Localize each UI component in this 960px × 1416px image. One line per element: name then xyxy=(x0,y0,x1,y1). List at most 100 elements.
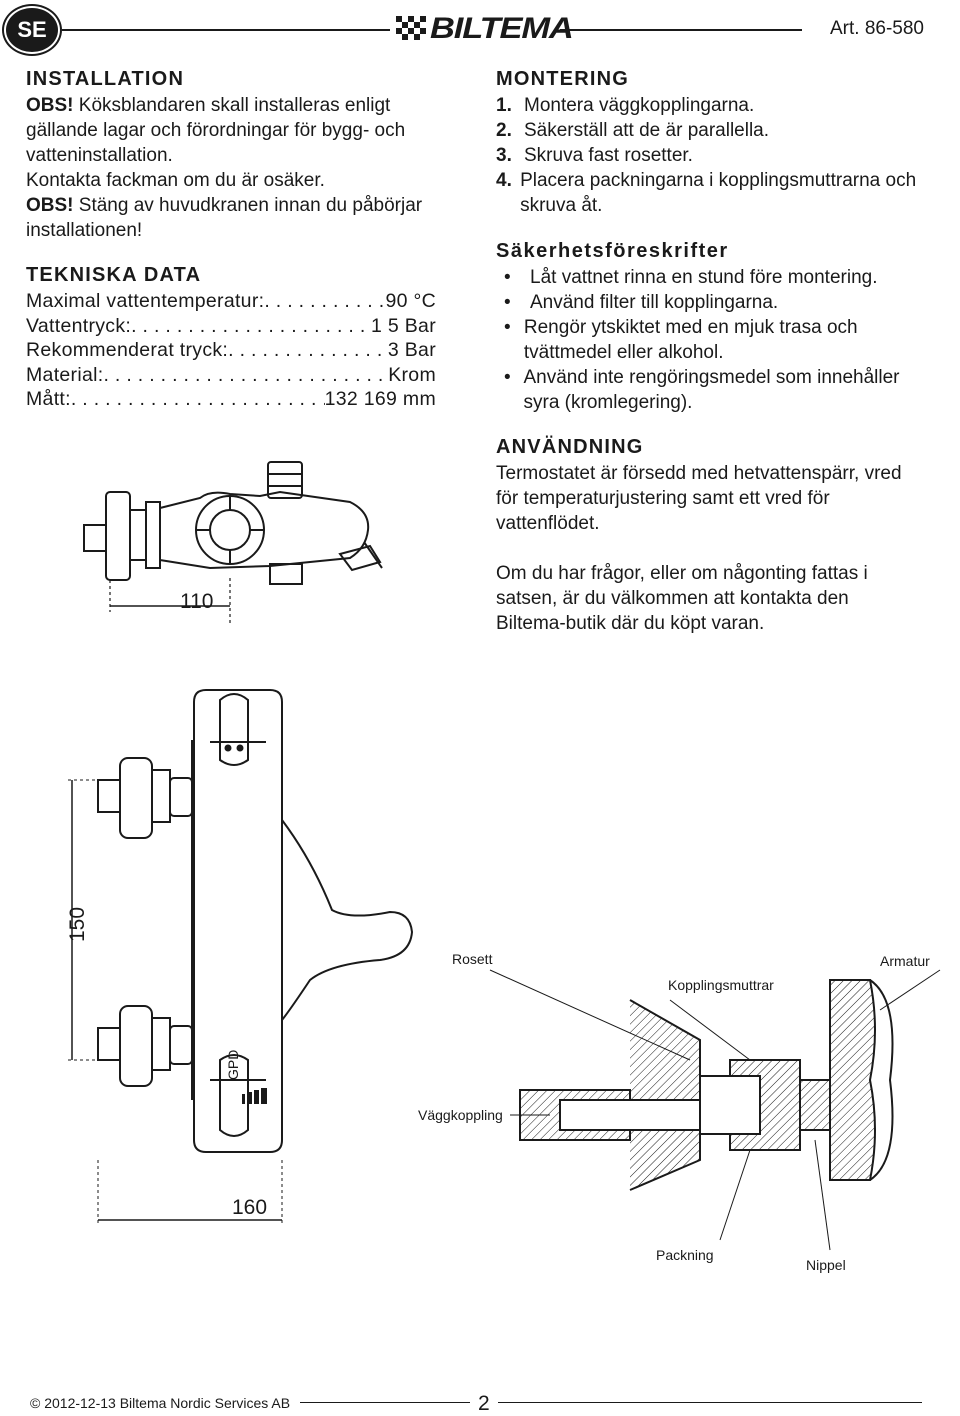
rosett-label: Rosett xyxy=(452,951,493,967)
installation-heading: INSTALLATION xyxy=(26,68,185,90)
list-item: • Rengör ytskiktet med en mjuk trasa och … xyxy=(496,315,936,365)
montering-section: MONTERING 1. Montera väggkopplingarna. 2.… xyxy=(496,68,936,218)
spec-row: Rekommenderat tryck: 3 Bar xyxy=(26,338,436,363)
installation-contact: Kontakta fackman om du är osäker. xyxy=(26,170,325,191)
dot-leader xyxy=(131,314,371,339)
side-width-dimension: 160 xyxy=(232,1196,267,1219)
step-text: Placera packningarna i kopplingsmuttrarn… xyxy=(520,170,917,216)
spec-label: Mått: xyxy=(26,388,71,410)
tech-data-section: TEKNISKA DATA Maximal vattentemperatur: 9… xyxy=(26,264,436,412)
installation-section: INSTALLATION OBS! Köksblandaren skall in… xyxy=(26,68,466,243)
spec-value: 3 Bar xyxy=(387,339,436,361)
spec-row: Maximal vattentemperatur: 90 °C xyxy=(26,289,436,314)
spec-value: 1 5 Bar xyxy=(371,314,436,337)
logo-text: BILTEMA xyxy=(430,12,574,45)
montering-heading: MONTERING xyxy=(496,68,630,90)
list-item-text: Rengör ytskiktet med en mjuk trasa och t… xyxy=(523,317,858,363)
packning-label: Packning xyxy=(656,1247,714,1263)
list-item-text: Använd filter till kopplingarna. xyxy=(530,292,779,313)
step-item: 3. Skruva fast rosetter. xyxy=(496,143,936,168)
step-text: Säkerställ att de är parallella. xyxy=(524,120,770,141)
checkered-flag-icon xyxy=(396,16,426,40)
top-knob xyxy=(219,693,249,766)
language-badge: SE xyxy=(4,6,60,54)
kopplingsmuttrar-label: Kopplingsmuttrar xyxy=(668,977,774,993)
vaggkoppling-label: Väggkoppling xyxy=(418,1107,503,1123)
montering-steps: 1. Montera väggkopplingarna. 2. Säkerställ… xyxy=(496,93,936,218)
armatur-body xyxy=(829,979,876,1181)
usage-heading: ANVÄNDNING xyxy=(496,436,644,458)
thermostat-body xyxy=(191,689,283,1153)
step-text: Montera väggkopplingarna. xyxy=(524,95,755,116)
step-number: 4. xyxy=(496,170,512,191)
upper-wall-stub xyxy=(97,779,121,813)
bottom-knob xyxy=(219,1054,249,1137)
faucet-body xyxy=(159,490,370,570)
side-height-dimension: 150 xyxy=(66,907,89,942)
obs-label: OBS! xyxy=(26,95,74,116)
top-width-dimension: 110 xyxy=(180,590,213,613)
bullet-icon: • xyxy=(504,367,511,388)
dot-leader xyxy=(71,387,325,412)
nippel-label: Nippel xyxy=(806,1257,846,1273)
footer-copyright: © 2012-12-13 Biltema Nordic Services AB xyxy=(30,1395,301,1411)
step-number: 2. xyxy=(496,120,512,141)
wall-stub xyxy=(83,524,107,552)
dot-leader xyxy=(264,289,385,314)
list-item-text: Använd inte rengöringsmedel som innehåll… xyxy=(523,367,900,413)
side-view-drawing: GPD 150 160 xyxy=(66,689,414,1226)
usage-section: ANVÄNDNING Termostatet är försedd med he… xyxy=(496,436,916,636)
page-number: 2 xyxy=(470,1392,498,1416)
nippel xyxy=(799,1079,831,1131)
spec-value: Krom xyxy=(388,363,436,386)
dot-leader xyxy=(228,338,388,363)
spec-row: Vattentryck: 1 5 Bar xyxy=(26,314,436,339)
tech-data-heading: TEKNISKA DATA xyxy=(26,264,202,286)
spout xyxy=(281,819,414,1021)
step-text: Skruva fast rosetter. xyxy=(524,145,693,166)
list-item-text: Låt vattnet rinna en stund före monterin… xyxy=(530,267,878,288)
list-item: • Använd filter till kopplingarna. xyxy=(496,290,936,315)
side-marks-label: GPD xyxy=(225,1050,241,1080)
spec-label: Vattentryck: xyxy=(26,314,132,337)
indicator-dot-icon xyxy=(224,744,232,752)
spec-row: Material: Krom xyxy=(26,363,436,388)
bullet-icon: • xyxy=(504,317,511,338)
lower-wall-stub xyxy=(97,1027,121,1061)
obs-text: Stäng av huvudkranen innan du påbörjar i… xyxy=(26,195,423,241)
safety-section: Säkerhetsföreskrifter • Låt vattnet rinna… xyxy=(496,240,936,415)
bullet-icon: • xyxy=(504,292,511,313)
spec-value: 90 °C xyxy=(385,290,436,312)
step-item: 1. Montera väggkopplingarna. xyxy=(496,93,936,118)
flow-handle xyxy=(267,461,303,499)
bottom-nut xyxy=(269,563,303,585)
bullet-icon: • xyxy=(504,267,511,288)
dot-leader xyxy=(103,363,388,388)
lower-rosette xyxy=(119,1005,153,1087)
rosett-shape xyxy=(629,999,701,1191)
list-item: • Låt vattnet rinna en stund före monteri… xyxy=(496,265,936,290)
spec-row: Mått:132 169 mm xyxy=(26,387,436,412)
spec-label: Maximal vattentemperatur: xyxy=(26,290,265,312)
step-number: 3. xyxy=(496,145,512,166)
indicator-dot-icon xyxy=(236,744,244,752)
safety-list: • Låt vattnet rinna en stund före monteri… xyxy=(496,265,936,415)
obs-label: OBS! xyxy=(26,195,74,216)
usage-paragraph-1: Termostatet är försedd med hetvattenspär… xyxy=(496,463,902,534)
top-view-drawing: 110 xyxy=(83,461,383,626)
spec-label: Material: xyxy=(26,363,104,386)
biltema-logo: BILTEMA xyxy=(390,12,574,45)
article-number: Art. 86-580 xyxy=(830,18,924,39)
armatur-label: Armatur xyxy=(880,953,930,969)
left-rosette xyxy=(105,491,131,581)
obs-text: Köksblandaren skall installeras enligt g… xyxy=(26,95,406,166)
installation-obs2: OBS! Stäng av huvudkranen innan du påbör… xyxy=(26,193,466,243)
step-number: 1. xyxy=(496,95,512,116)
step-item: 4. Placera packningarna i kopplingsmuttra… xyxy=(496,168,936,218)
upper-rosette xyxy=(119,757,153,839)
usage-paragraph-2: Om du har frågor, eller om någonting fat… xyxy=(496,563,868,634)
safety-heading: Säkerhetsföreskrifter xyxy=(496,240,729,262)
spec-label: Rekommenderat tryck: xyxy=(26,339,229,361)
step-item: 2. Säkerställ att de är parallella. xyxy=(496,118,936,143)
list-item: • Använd inte rengöringsmedel som innehål… xyxy=(496,365,936,415)
